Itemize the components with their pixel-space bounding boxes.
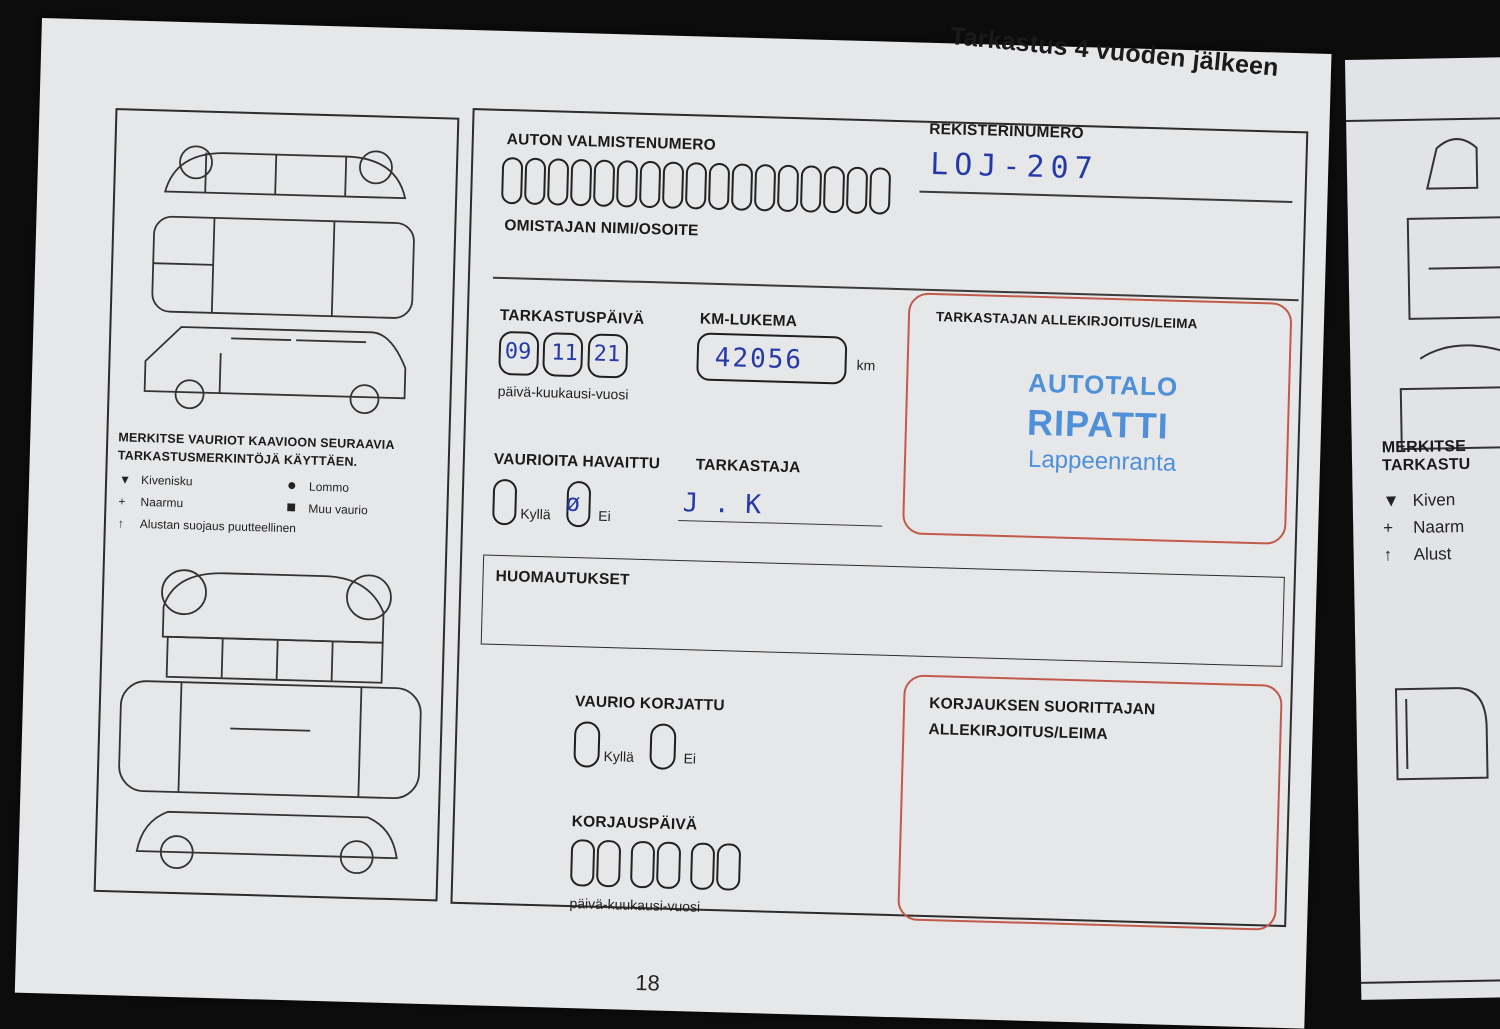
legend-item: ■Muu vaurio — [286, 499, 368, 518]
car-top-view-icon — [143, 145, 415, 415]
repair-signature-label: KORJAUKSEN SUORITTAJAN ALLEKIRJOITUS/LEI… — [928, 695, 1156, 744]
repair-signature-box[interactable]: KORJAUKSEN SUORITTAJAN ALLEKIRJOITUS/LEI… — [897, 674, 1283, 931]
odometer-unit: km — [856, 356, 876, 374]
odometer-input[interactable]: 42056 — [696, 332, 848, 385]
car-top-view-icon — [118, 569, 422, 875]
registration-value[interactable]: LOJ-207 — [929, 146, 1100, 187]
repaired-yes-label: Kyllä — [603, 747, 635, 765]
date-day: 09 — [504, 339, 532, 365]
legend-item: ↑Alustan suojaus puutteellinen — [117, 516, 297, 536]
next-page-legend-item: ↑Alust — [1383, 544, 1452, 565]
vin-input-group[interactable] — [500, 156, 893, 220]
inspector-label: TARKASTAJA — [695, 456, 801, 477]
signature-label: TARKASTAJAN ALLEKIRJOITUS/LEIMA — [935, 309, 1198, 332]
stamp-line-1: AUTOTALO — [1027, 367, 1179, 402]
page-title: Tarkastus 4 vuoden jälkeen — [948, 21, 1280, 82]
legend-item: ▼Kivenisku — [118, 472, 193, 489]
next-page-edge: MERKITSE TARKASTU ▼Kiven +Naarm ↑Alust — [1345, 56, 1500, 1000]
stamp-line-2: RIPATTI — [1026, 401, 1170, 447]
next-page-legend-item: +Naarm — [1383, 516, 1465, 538]
damage-no-label: Ei — [598, 507, 611, 525]
odometer-value: 42056 — [714, 342, 804, 376]
damage-diagram-panel: MERKITSE VAURIOT KAAVIOON SEURAAVIA TARK… — [93, 108, 460, 902]
odometer-label: KM-LUKEMA — [699, 310, 798, 331]
inspector-value[interactable]: J . K — [682, 488, 762, 521]
next-page-legend: ▼Kiven +Naarm ↑Alust — [1382, 486, 1465, 568]
checked-mark: ø — [565, 488, 581, 518]
date-year: 21 — [593, 341, 621, 368]
page-number: 18 — [634, 969, 661, 996]
repair-date-format-hint: päivä-kuukausi-vuosi — [569, 895, 701, 915]
diagram-legend: ▼Kivenisku ●Lommo +Naarmu ■Muu vaurio ↑A… — [118, 472, 439, 535]
damage-yes-checkbox[interactable] — [492, 478, 518, 526]
repair-date-input[interactable] — [569, 839, 743, 896]
repaired-yes-checkbox[interactable] — [573, 721, 601, 768]
car-side-view-icon — [1394, 687, 1489, 781]
next-page-legend-item: ▼Kiven — [1382, 490, 1456, 511]
remarks-label: HUOMAUTUKSET — [495, 567, 630, 589]
damage-yes-label: Kyllä — [520, 505, 551, 523]
legend-item: ●Lommo — [286, 477, 350, 495]
inspection-date-input[interactable]: 09 11 21 — [498, 330, 629, 379]
legend-item: +Naarmu — [118, 494, 184, 511]
repair-date-label: KORJAUSPÄIVÄ — [571, 813, 698, 834]
date-month: 11 — [550, 340, 579, 367]
booklet-page: Tarkastus 4 vuoden jälkeen MERKITSE VAUR… — [14, 18, 1332, 1029]
repaired-no-checkbox[interactable] — [649, 723, 677, 770]
car-top-view-icon — [1399, 138, 1500, 451]
repaired-no-label: Ei — [683, 750, 697, 767]
stamp-line-3: Lappeenranta — [1027, 445, 1177, 477]
next-page-instructions: MERKITSE TARKASTU — [1381, 437, 1471, 475]
inspector-signature-box[interactable]: TARKASTAJAN ALLEKIRJOITUS/LEIMA AUTOTALO… — [901, 292, 1293, 545]
damage-no-checkbox[interactable]: ø — [565, 480, 592, 528]
diagram-instructions: MERKITSE VAURIOT KAAVIOON SEURAAVIA TARK… — [117, 430, 395, 469]
